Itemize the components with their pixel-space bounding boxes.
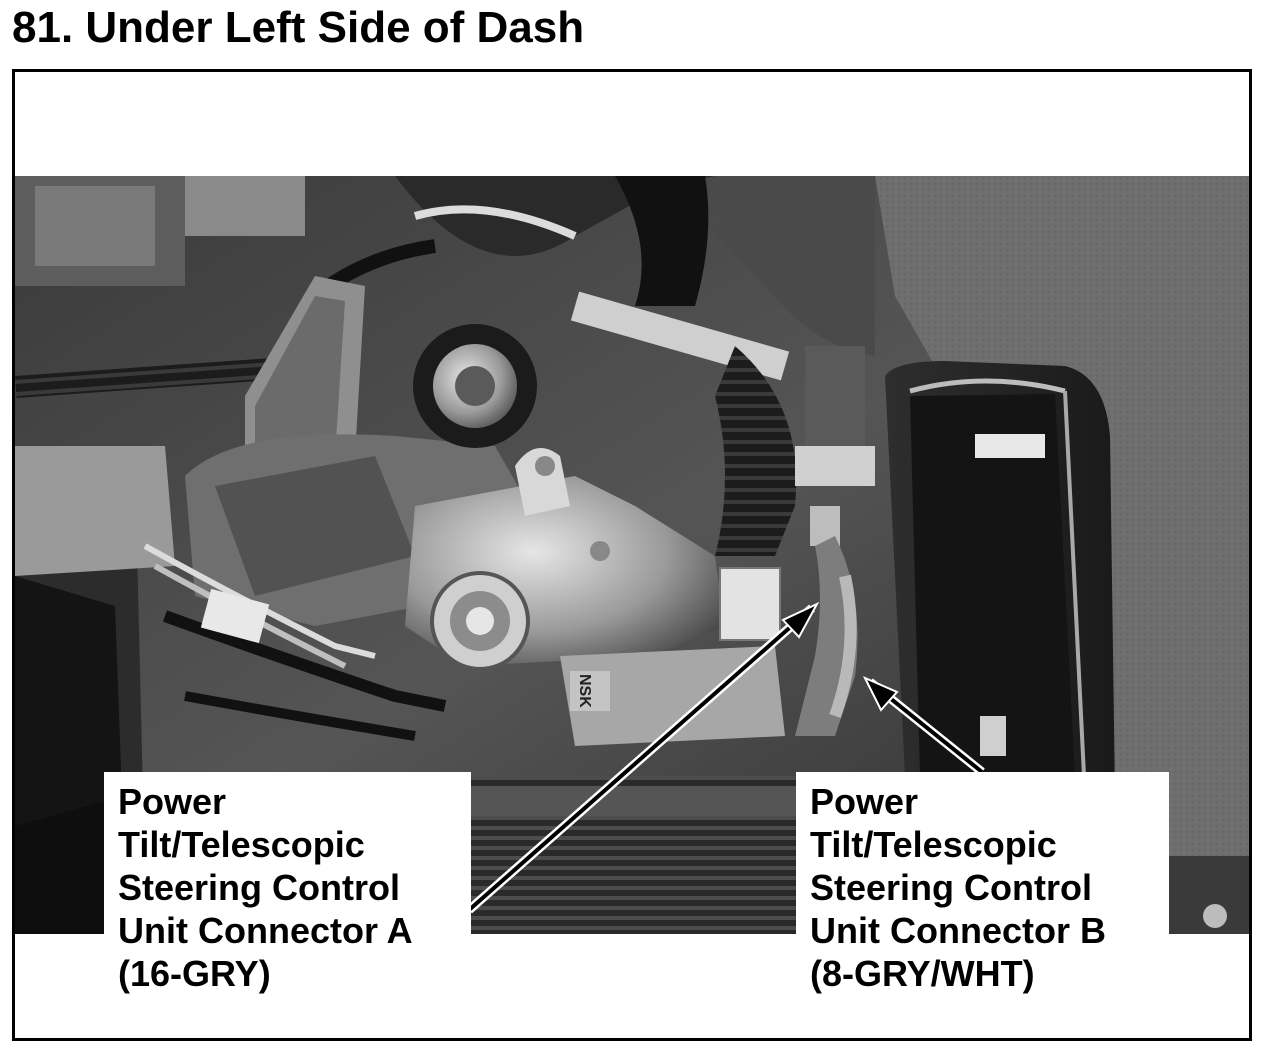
callout-a-line: Tilt/Telescopic [118,824,365,865]
callout-a-line: Steering Control [118,867,401,908]
figure-frame: NSK [12,69,1252,1041]
callout-b-line: Steering Control [810,867,1093,908]
nsk-label: NSK [576,674,593,708]
callout-a-line: Unit Connector A [118,910,413,951]
page-title: 81. Under Left Side of Dash [12,3,585,52]
callout-connector-a: Power Tilt/Telescopic Steering Control U… [104,772,471,1038]
callout-b-line: Tilt/Telescopic [810,824,1057,865]
callout-b-line: Unit Connector B [810,910,1106,951]
callout-b-line: Power [810,781,919,822]
callout-b-line: (8-GRY/WHT) [810,953,1035,994]
callout-a-line: (16-GRY) [118,953,271,994]
callout-a-line: Power [118,781,227,822]
callout-connector-b: Power Tilt/Telescopic Steering Control U… [796,772,1169,1038]
